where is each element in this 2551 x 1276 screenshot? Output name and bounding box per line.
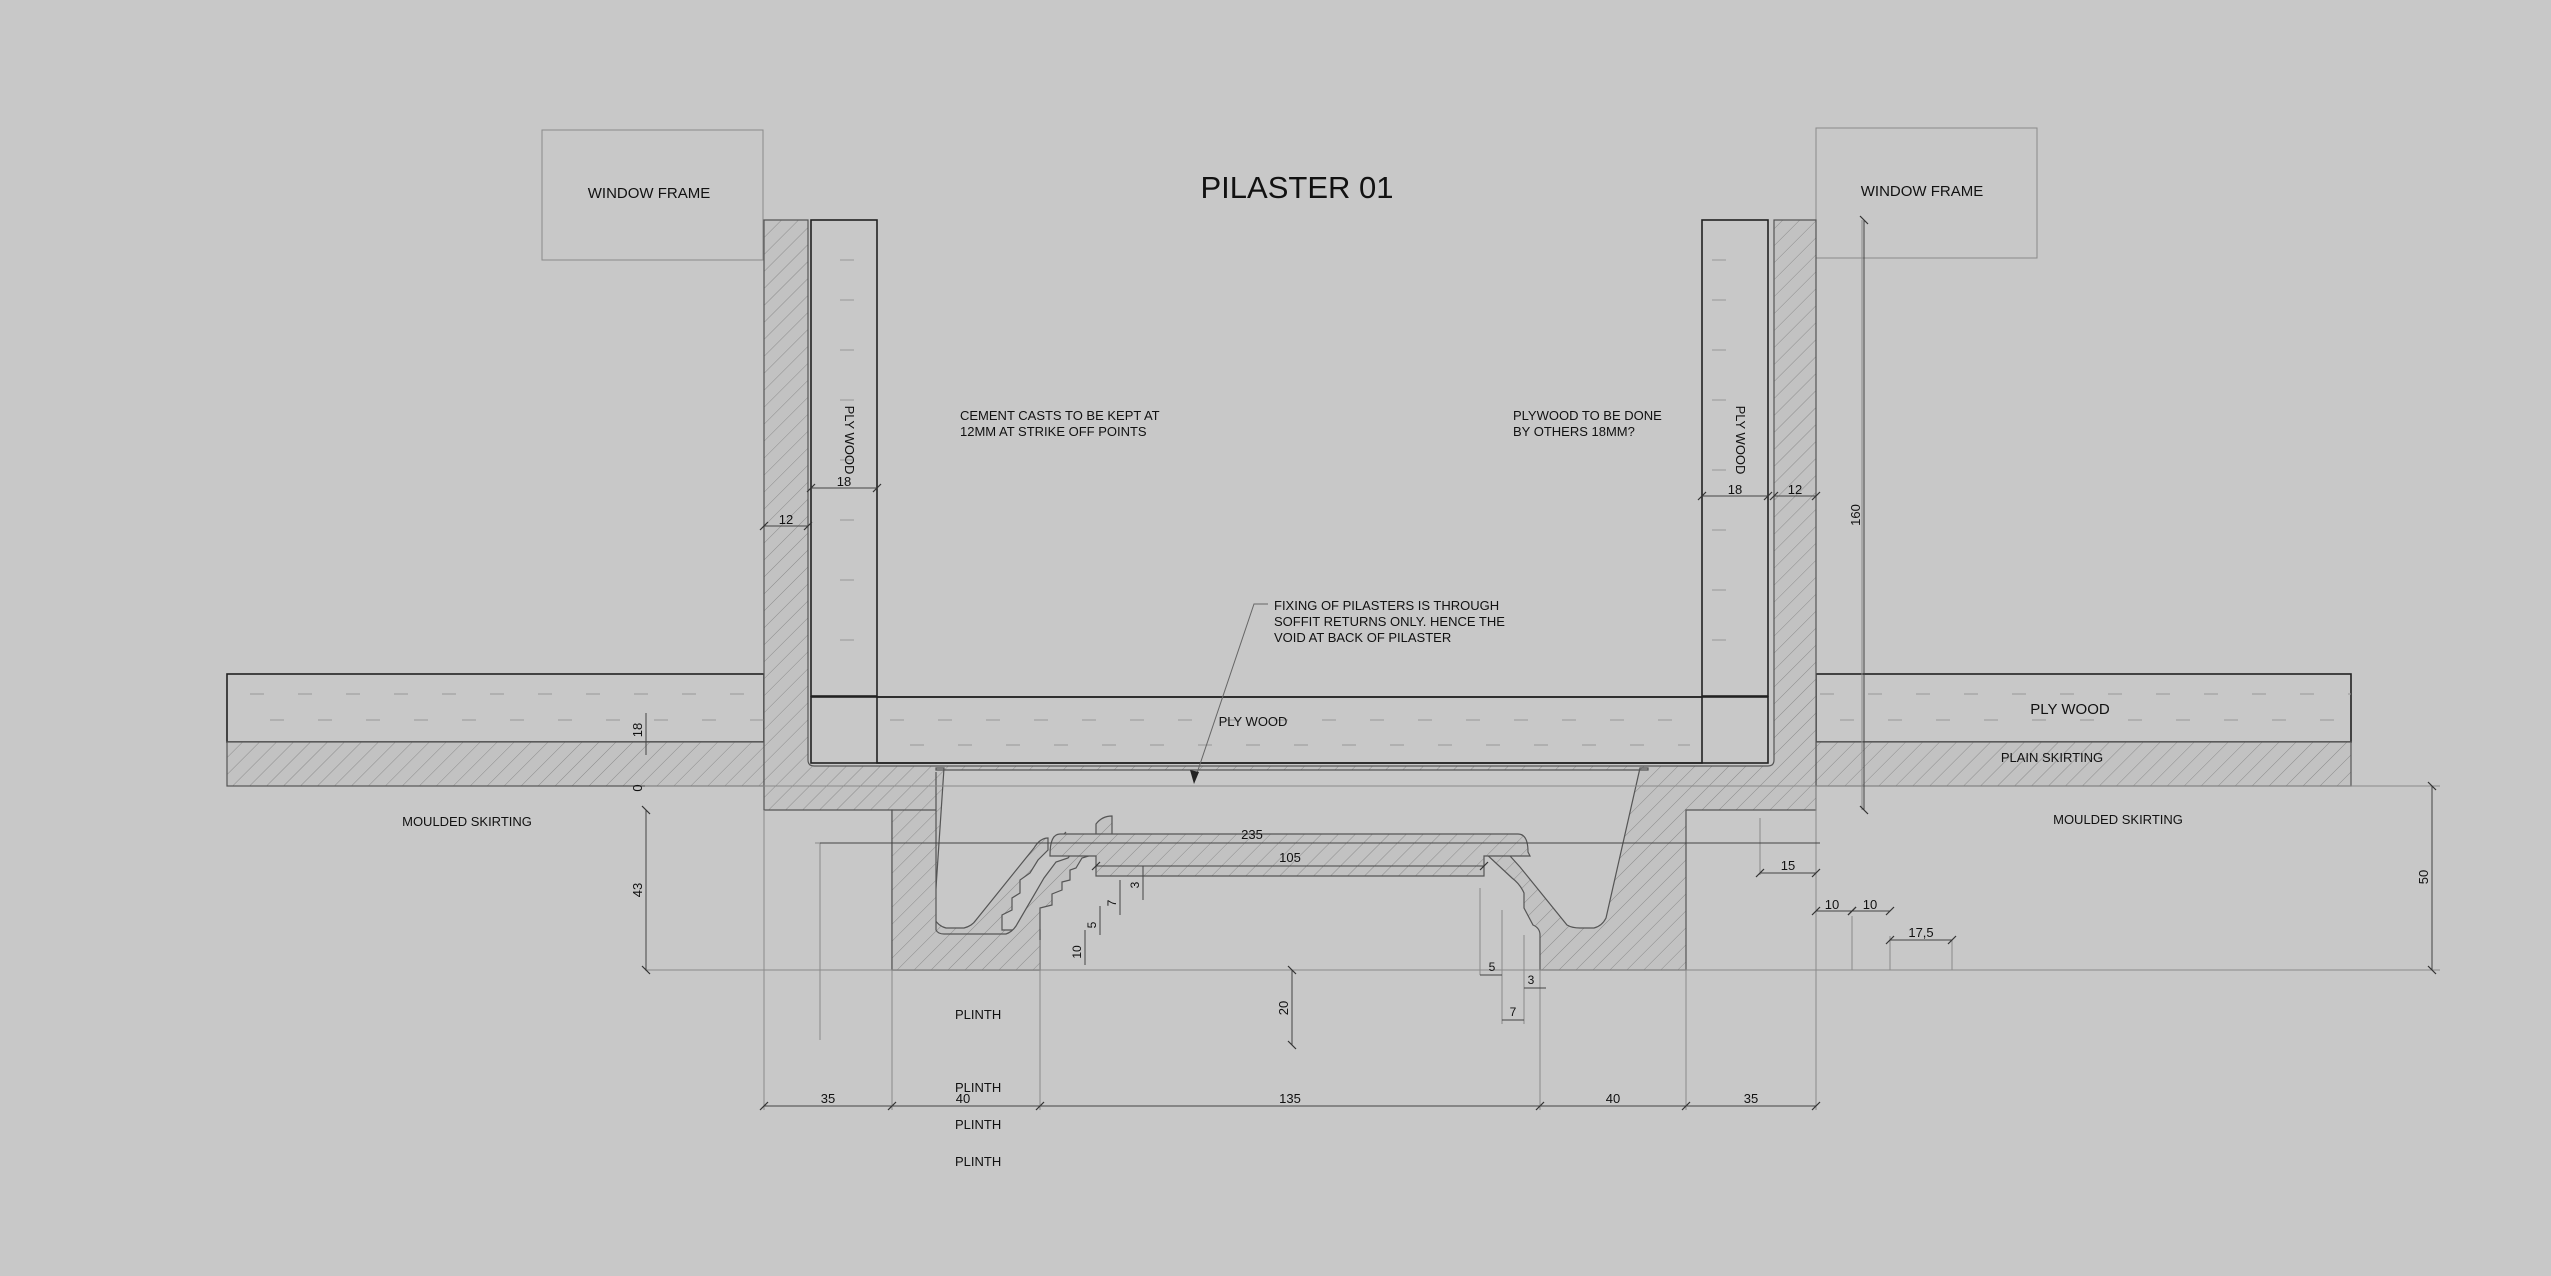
dim-18-right: 18	[1728, 482, 1742, 497]
plinth-label-4: PLINTH	[955, 1154, 1001, 1169]
note-fixing-leader	[1193, 603, 1268, 783]
note-plywood-line-2: BY OTHERS 18MM?	[1513, 424, 1635, 439]
pilaster-moulding-profile	[891, 772, 1113, 971]
window-frame-left-label: WINDOW FRAME	[588, 185, 710, 202]
dim-18-left: 18	[837, 474, 851, 489]
dimension-lines: 12 18 18 12 160 18 0 43 235 105 3 7 5 10…	[630, 215, 2437, 1111]
note-fixing-arrowhead	[1190, 770, 1199, 784]
plinth-label-1: PLINTH	[955, 1007, 1001, 1022]
dim-5-a: 5	[1085, 921, 1099, 928]
right-wall-panel: PLY WOOD PLAIN SKIRTING	[1815, 673, 2352, 787]
dim-3-a: 3	[1128, 881, 1142, 888]
dim-bottom-35-right: 35	[1744, 1091, 1758, 1106]
dim-10-b: 10	[1825, 897, 1839, 912]
dim-160: 160	[1848, 504, 1863, 526]
dim-15: 15	[1781, 858, 1795, 873]
dim-10-c: 10	[1863, 897, 1877, 912]
plinth-label-2: PLINTH	[955, 1080, 1001, 1095]
dim-7-b: 7	[1510, 1005, 1517, 1019]
dim-18-vert: 18	[630, 723, 645, 737]
dim-17-5: 17,5	[1908, 925, 1933, 940]
ply-wood-right-panel-label: PLY WOOD	[2030, 701, 2110, 718]
window-frame-left: WINDOW FRAME	[541, 129, 764, 261]
ply-wood-left-vertical-label: PLY WOOD	[842, 406, 857, 475]
dim-20: 20	[1276, 1001, 1291, 1015]
moulded-skirting-left-label: MOULDED SKIRTING	[402, 814, 532, 829]
note-plywood: PLYWOOD TO BE DONE BY OTHERS 18MM?	[1513, 408, 1662, 439]
window-frame-right: WINDOW FRAME	[1815, 127, 2038, 259]
note-plywood-line-1: PLYWOOD TO BE DONE	[1513, 408, 1662, 423]
dim-3-b: 3	[1528, 973, 1535, 987]
extension-lines	[645, 220, 2440, 1110]
dim-bottom-40-left: 40	[956, 1091, 970, 1106]
plain-skirting-label: PLAIN SKIRTING	[2001, 750, 2103, 765]
note-cement-line-1: CEMENT CASTS TO BE KEPT AT	[960, 408, 1160, 423]
dim-bottom-40-right: 40	[1606, 1091, 1620, 1106]
note-fixing-line-1: FIXING OF PILASTERS IS THROUGH	[1274, 598, 1499, 613]
moulded-skirting-right-label: MOULDED SKIRTING	[2053, 812, 2183, 827]
pilaster-cement-casing	[763, 219, 1817, 971]
dim-12-right: 12	[1788, 482, 1802, 497]
note-cement-line-2: 12MM AT STRIKE OFF POINTS	[960, 424, 1147, 439]
dim-43: 43	[630, 883, 645, 897]
left-wall-panel	[226, 673, 765, 787]
note-cement: CEMENT CASTS TO BE KEPT AT 12MM AT STRIK…	[960, 408, 1160, 439]
dim-50: 50	[2416, 870, 2431, 884]
window-frame-right-label: WINDOW FRAME	[1861, 183, 1983, 200]
dim-105: 105	[1279, 850, 1301, 865]
dim-bottom-35-left: 35	[821, 1091, 835, 1106]
dim-bottom-135: 135	[1279, 1091, 1301, 1106]
note-fixing-line-3: VOID AT BACK OF PILASTER	[1274, 630, 1451, 645]
dim-5-b: 5	[1489, 960, 1496, 974]
ply-wood-right-vertical-label: PLY WOOD	[1733, 406, 1748, 475]
dim-235: 235	[1241, 827, 1263, 842]
ply-wood-center-label: PLY WOOD	[1219, 714, 1288, 729]
dim-7-a: 7	[1105, 899, 1119, 906]
dim-0: 0	[630, 784, 645, 791]
note-fixing-line-2: SOFFIT RETURNS ONLY. HENCE THE	[1274, 614, 1505, 629]
plinth-label-3: PLINTH	[955, 1117, 1001, 1132]
inner-plywood: PLY WOOD PLY WOOD PLY WOOD	[810, 219, 1769, 764]
dim-10-a: 10	[1070, 945, 1084, 959]
note-fixing: FIXING OF PILASTERS IS THROUGH SOFFIT RE…	[1190, 598, 1505, 784]
dim-12-left: 12	[779, 512, 793, 527]
page-title: PILASTER 01	[1201, 170, 1394, 205]
